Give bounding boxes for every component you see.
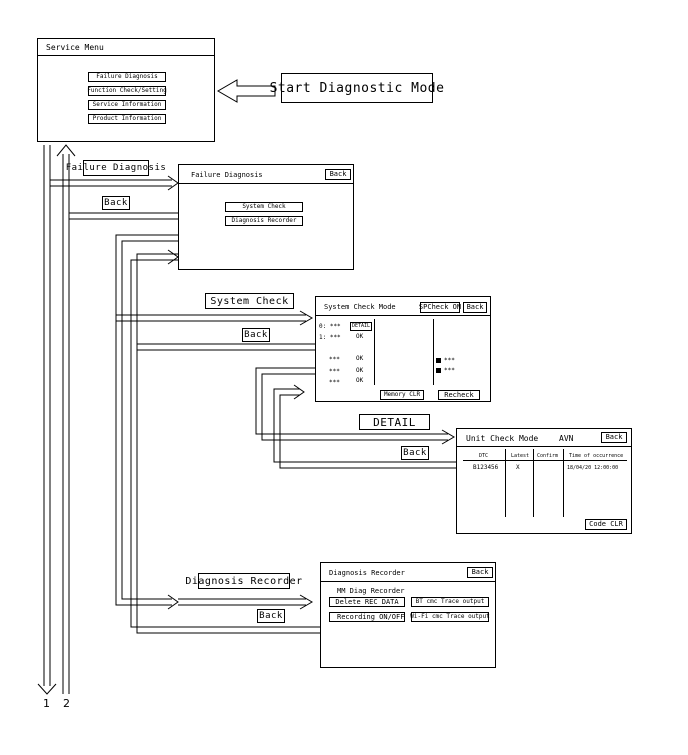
right-status-square-1 <box>436 358 441 363</box>
system-row-4-ok: OK <box>356 377 364 384</box>
diagnosis-recorder-screen: Diagnosis Recorder Back MM Diag Recorder… <box>320 562 496 668</box>
system-row-3-ok: OK <box>356 367 364 374</box>
spcheck-on-button[interactable]: SPCheck ON <box>418 302 462 313</box>
right-item-2: *** <box>444 367 455 374</box>
failure-diagnosis-label: Failure Diagnosis <box>66 160 166 176</box>
back-label-3: Back <box>401 446 429 460</box>
recording-on-off-button[interactable]: Recording ON/OFF <box>329 612 405 622</box>
system-check-label: System Check <box>205 293 294 309</box>
detail-label: DETAIL <box>359 414 430 430</box>
system-row-1: 1: *** <box>319 334 341 341</box>
system-row-2-ok: OK <box>356 355 364 362</box>
time-header: Time of occurrence <box>569 453 624 459</box>
system-row-1-ok: OK <box>356 333 364 340</box>
delete-rec-data-button[interactable]: Delete REC DATA <box>329 597 405 607</box>
back-label-4: Back <box>257 609 285 623</box>
unit-col-3 <box>563 449 564 517</box>
unit-check-divider <box>457 446 631 447</box>
system-check-title: System Check Mode <box>324 303 396 311</box>
wifi-cmc-trace-output-button[interactable]: Wi-Fi cmc Trace output <box>410 612 490 622</box>
bt-cmc-trace-output-button[interactable]: BT cmc Trace output <box>411 597 489 607</box>
system-column-divider-1 <box>374 319 375 385</box>
line-number-2: 2 <box>63 697 70 710</box>
unit-check-mode-screen: Unit Check Mode AVN Back DTC Latest Conf… <box>456 428 632 534</box>
menu-item-service-information[interactable]: Service Information <box>88 100 166 110</box>
recheck-button[interactable]: Recheck <box>438 390 480 400</box>
memory-clr-button[interactable]: Memory CLR <box>380 390 424 400</box>
unit-col-2 <box>533 449 534 517</box>
detail-button[interactable]: DETAIL <box>350 322 372 331</box>
system-row-3: *** <box>329 368 340 375</box>
start-arrow <box>217 79 276 103</box>
recorder-divider <box>321 581 495 582</box>
confirm-header: Confirm <box>537 453 559 459</box>
system-row-2: *** <box>329 356 340 363</box>
failure-diagnosis-screen: Failure Diagnosis Back System Check Diag… <box>178 164 354 270</box>
latest-value: X <box>516 464 520 471</box>
unit-header-line <box>463 460 627 461</box>
system-column-divider-2 <box>433 319 434 385</box>
time-value: 18/04/20 12:00:00 <box>567 465 619 471</box>
failure-screen-title: Failure Diagnosis <box>191 171 263 179</box>
failure-screen-divider <box>179 183 353 184</box>
dtc-header: DTC <box>479 453 489 459</box>
diagnosis-recorder-label: Diagnosis Recorder <box>185 573 302 589</box>
right-item-1: *** <box>444 357 455 364</box>
system-check-button[interactable]: System Check <box>225 202 303 212</box>
latest-header: Latest <box>511 453 530 459</box>
system-row-4: *** <box>329 379 340 386</box>
service-menu-divider <box>38 55 214 56</box>
unit-check-title: Unit Check Mode <box>466 434 539 443</box>
unit-check-back-button[interactable]: Back <box>601 432 627 443</box>
menu-item-function-check[interactable]: Function Check/Setting <box>87 86 167 96</box>
dtc-value: B123456 <box>473 464 499 471</box>
line-number-1: 1 <box>43 697 50 710</box>
start-diagnostic-mode-label: Start Diagnostic Mode <box>270 73 444 103</box>
failure-screen-back-button[interactable]: Back <box>325 169 351 180</box>
recording-on-off-label: Recording ON/OFF <box>337 612 405 621</box>
system-check-mode-screen: System Check Mode SPCheck ON Back 0: ***… <box>315 296 491 402</box>
back-label-2: Back <box>242 328 270 342</box>
menu-item-product-information[interactable]: Product Information <box>88 114 166 124</box>
service-menu-screen: Service Menu Failure Diagnosis Function … <box>37 38 215 142</box>
menu-item-failure-diagnosis[interactable]: Failure Diagnosis <box>88 72 166 82</box>
unit-check-unit: AVN <box>559 434 574 443</box>
unit-col-1 <box>505 449 506 517</box>
service-menu-title: Service Menu <box>46 43 104 52</box>
recorder-subtitle: MM Diag Recorder <box>337 587 405 595</box>
system-check-back-button[interactable]: Back <box>463 302 487 313</box>
recorder-title: Diagnosis Recorder <box>329 569 405 577</box>
code-clr-button[interactable]: Code CLR <box>585 519 627 530</box>
system-row-0: 0: *** <box>319 323 341 330</box>
diagnosis-recorder-button[interactable]: Diagnosis Recorder <box>225 216 303 226</box>
recorder-back-button[interactable]: Back <box>467 567 493 578</box>
back-label-1: Back <box>102 196 130 210</box>
system-check-divider <box>316 315 490 316</box>
right-status-square-2 <box>436 368 441 373</box>
